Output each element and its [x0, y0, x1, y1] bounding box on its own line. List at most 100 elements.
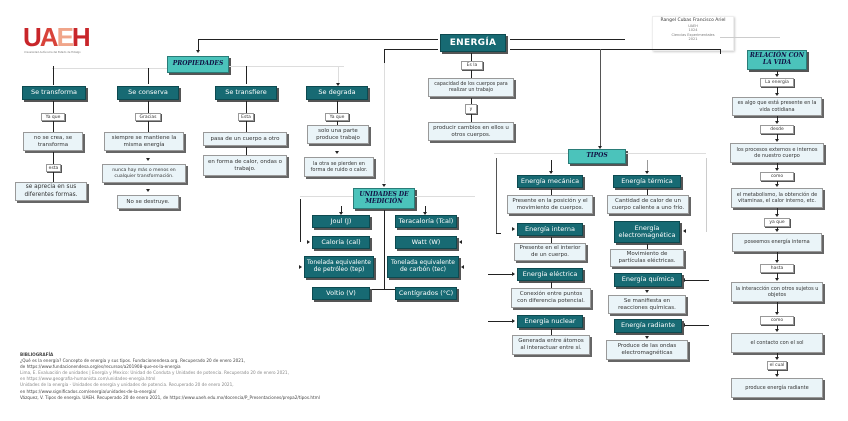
tipo-desc-node[interactable]: Generada entre átomos al interactuar ent…: [512, 335, 590, 355]
branch-text-node[interactable]: se aprecia en sus diferentes formas.: [15, 182, 87, 201]
unidades-node[interactable]: UNIDADES DE MEDICIÓN: [353, 188, 415, 209]
tipo-desc-node[interactable]: Cantidad de calor de un cuerpo caliente …: [607, 195, 689, 214]
tipo-node[interactable]: Energía mecánica: [517, 175, 583, 188]
arrow-right-icon: [512, 272, 515, 276]
tipo-desc-node[interactable]: Conexión entre puntos con diferencia pot…: [511, 288, 591, 308]
connector-line: [777, 116, 778, 122]
branch-text-node[interactable]: no se crea, se transforma: [23, 132, 83, 151]
step-text: el contacto con el sol: [750, 339, 804, 346]
branch-text: nunca hay más o menos en cualquier trans…: [112, 167, 176, 179]
tipo-node[interactable]: Energía eléctrica: [517, 268, 583, 281]
tipo-desc-node[interactable]: Movimiento de partículas eléctricas.: [610, 249, 684, 267]
unidades-title: UNIDADES DE MEDICIÓN: [359, 190, 409, 205]
connector-line: [647, 189, 648, 195]
link-text: y: [469, 106, 473, 112]
relacion-link: hasta: [760, 264, 794, 273]
connector-line: [551, 282, 552, 288]
arrow-down-icon: [775, 214, 779, 217]
tipo-node[interactable]: Energía radiante: [614, 319, 682, 333]
logo-letter-e: E: [56, 22, 74, 52]
connector-line: [148, 68, 149, 84]
relacion-step-node[interactable]: el contacto con el sol: [731, 333, 823, 353]
link-ya-que: Ya que: [41, 113, 65, 121]
unit-node[interactable]: Voltio (V): [312, 287, 370, 300]
relacion-node[interactable]: RELACIÓN CON LA VIDA: [747, 50, 807, 70]
relacion-step-node[interactable]: poseemos energía interna: [732, 233, 822, 252]
arrow-down-icon: [146, 189, 150, 192]
se-transfiere-node[interactable]: Se transfiere: [215, 86, 277, 100]
branch-text-node[interactable]: en forma de calor, ondas o trabajo.: [203, 155, 287, 176]
tipo-desc-node[interactable]: Presente en el interior de un cuerpo.: [514, 243, 586, 261]
relacion-step-node[interactable]: el metabolismo, la obtención de vitamina…: [731, 188, 823, 208]
tipo-node[interactable]: Energía nuclear: [517, 315, 583, 328]
branch-text: la otra se pierden en forma de ruido o c…: [310, 160, 368, 173]
branch-text: No se destruye.: [126, 198, 170, 205]
arrow-down-icon: [775, 93, 779, 96]
arrow-down-icon: [146, 158, 150, 161]
arrow-down-icon: [775, 168, 779, 171]
connector-line: [647, 244, 648, 249]
propiedades-node[interactable]: PROPIEDADES: [167, 56, 229, 73]
tipo-desc: Presente en la posición y el movimiento …: [512, 197, 588, 211]
link-text: desde: [770, 127, 784, 132]
branch-text-node[interactable]: la otra se pierden en forma de ruido o c…: [304, 157, 374, 177]
tipo-node[interactable]: Energía química: [614, 273, 682, 287]
link-text: Ya que: [45, 114, 61, 120]
step-text: los procesos externos e internos de nues…: [736, 146, 818, 159]
tipo-desc-node[interactable]: Produce de las ondas electromagnéticas: [606, 340, 688, 360]
link-text: el cual: [769, 363, 785, 368]
tipo-node[interactable]: Energía interna: [517, 223, 583, 236]
unit-node[interactable]: Tonelada equivalente de carbón (tec): [387, 256, 459, 278]
relacion-step-node[interactable]: la interacción con otros sujetos u objet…: [731, 282, 823, 302]
connector-line: [720, 37, 780, 38]
se-degrada-node[interactable]: Se degrada: [306, 86, 368, 100]
tipo-desc-node[interactable]: Se manifiesta en reacciones químicas.: [608, 295, 686, 314]
arrow-left-icon: [683, 229, 686, 233]
link-text: Es la: [466, 63, 478, 68]
connector-line: [415, 196, 475, 197]
link-text: hasta: [770, 266, 784, 271]
tipo-desc-node[interactable]: Presente en la posición y el movimiento …: [507, 195, 593, 214]
connector-line: [198, 39, 438, 40]
tipo-node[interactable]: Energía electromagnética: [614, 221, 680, 243]
connector-line: [777, 273, 778, 279]
arrow-down-icon: [775, 278, 779, 281]
connector-line: [720, 49, 721, 54]
connector-line: [198, 39, 199, 51]
tipo-node[interactable]: Energía térmica: [613, 175, 681, 188]
branch-text-node[interactable]: No se destruye.: [117, 195, 179, 209]
arrow-down-icon: [775, 139, 779, 142]
branch-text-node[interactable]: solo una parte produce trabajo: [307, 125, 369, 144]
unit-node[interactable]: Centígrados (°C): [395, 287, 457, 300]
unit-node[interactable]: Watt (W): [395, 236, 457, 249]
unit-node[interactable]: Tonelada equivalente de petróleo (tep): [304, 256, 374, 278]
connector-line: [706, 158, 707, 232]
step-text: produce energía radiante: [745, 384, 809, 391]
arrow-down-icon: [775, 260, 779, 263]
connector-line: [338, 66, 339, 84]
unit-node[interactable]: Joul (J): [312, 215, 370, 228]
unit-node[interactable]: Teracaloría (Tcal): [395, 215, 457, 228]
tipos-node[interactable]: TIPOS: [568, 149, 626, 164]
se-transforma-node[interactable]: Se transforma: [22, 86, 86, 100]
link-text: como: [770, 174, 784, 179]
bibliography-entry: ¿Qué es la energía? Concepto de energía …: [20, 358, 245, 364]
branch-text-node[interactable]: siempre se mantiene la misma energía: [104, 132, 184, 151]
unit-node[interactable]: Caloría (cal): [312, 236, 370, 249]
connector-line: [777, 370, 778, 375]
connector-line: [471, 114, 472, 122]
se-conserva-node[interactable]: Se conserva: [117, 86, 179, 100]
branch-text-node[interactable]: nunca hay más o menos en cualquier trans…: [102, 164, 186, 183]
branch-text-node[interactable]: pasa de un cuerpo a otro: [203, 132, 287, 146]
relacion-step-node[interactable]: los procesos externos e internos de nues…: [730, 143, 824, 163]
arrow-down-icon: [423, 212, 427, 215]
bibliography-entry: Lima, E. Evaluación de unidades | Energí…: [20, 370, 289, 376]
relacion-step-node[interactable]: es algo que está presente en la vida cot…: [732, 97, 822, 116]
branch-text: no se crea, se transforma: [33, 134, 73, 148]
energia-effect-node[interactable]: producir cambios en ellos u otros cuerpo…: [428, 122, 514, 141]
energia-node[interactable]: ENERGÍA: [440, 34, 506, 52]
link-text: Esta: [241, 114, 251, 120]
energia-definition-node[interactable]: capacidad de los cuerpos para realizar u…: [428, 78, 514, 97]
branch-label: Se transfiere: [225, 88, 267, 97]
relacion-step-node[interactable]: produce energía radiante: [731, 378, 823, 398]
